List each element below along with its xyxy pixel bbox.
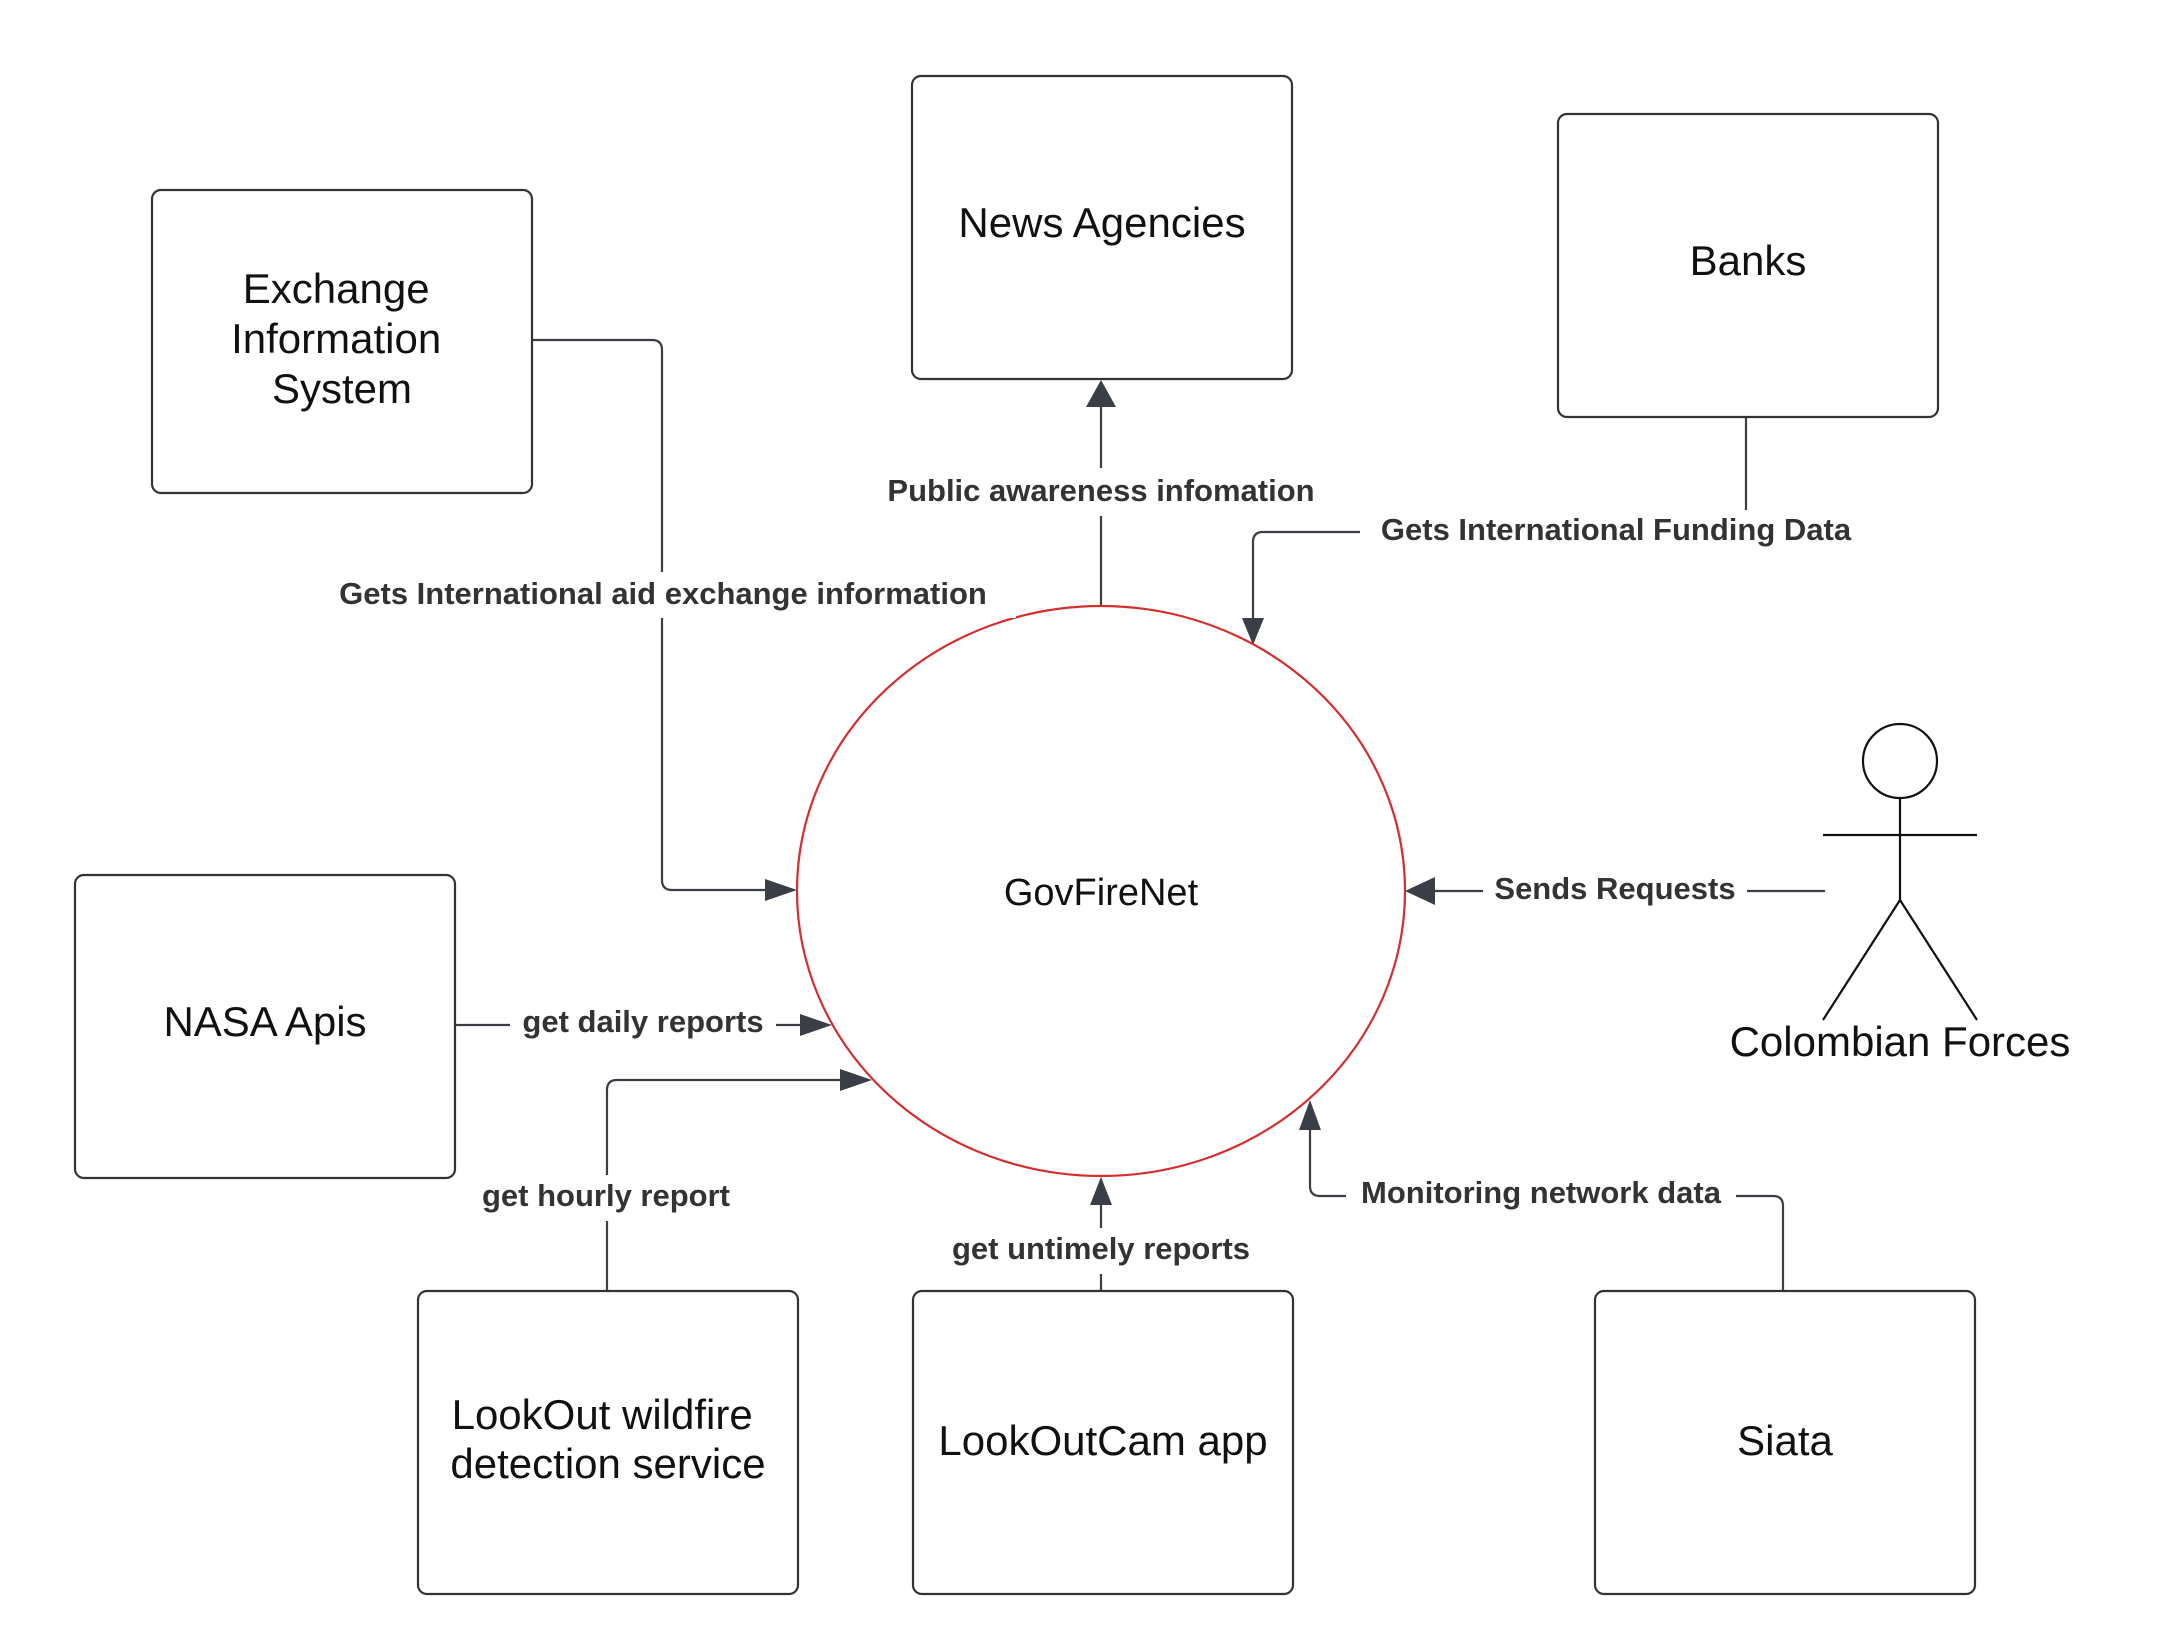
arrowhead-lookout (840, 1069, 872, 1091)
edge-lookout-line (605, 1078, 850, 1290)
entity-lookoutcam: LookOutCam app (911, 1289, 1295, 1596)
edge-nasa-label: get daily reports (522, 1004, 763, 1039)
entity-exchange-line-1: Exchange (243, 265, 430, 312)
arrowhead-lookoutcam (1090, 1177, 1112, 1205)
edge-nasa-label-bg (510, 1002, 776, 1048)
edge-lookoutcam-label-bg (935, 1228, 1267, 1274)
center-label: GovFireNet (1004, 872, 1199, 914)
entity-news-box (910, 74, 1294, 381)
entity-lookout-line-2: detection service (450, 1440, 765, 1487)
entity-news: News Agencies (910, 74, 1294, 381)
entity-exchange-box (150, 188, 534, 495)
edge-banks-line (1251, 416, 1748, 620)
arrowhead-banks (1242, 618, 1264, 645)
arrowhead-siata (1299, 1100, 1321, 1130)
entity-lookout-label: LookOut wildfire detection service (450, 1391, 765, 1487)
edge-lookoutcam-label: get untimely reports (952, 1231, 1250, 1266)
entity-siata-box (1593, 1289, 1977, 1596)
entity-banks-box (1556, 112, 1940, 419)
entity-lookoutcam-label: LookOutCam app (938, 1417, 1267, 1464)
arrowhead-colombian (1405, 877, 1435, 905)
entity-news-label: News Agencies (958, 199, 1245, 246)
entity-lookout: LookOut wildfire detection service (416, 1289, 800, 1596)
edge-siata-label: Monitoring network data (1361, 1175, 1722, 1210)
arrowhead-news (1086, 380, 1116, 407)
edge-news-label-bg (866, 468, 1336, 516)
actor-left-leg (1822, 899, 1901, 1021)
actor-label: Colombian Forces (1730, 1018, 2071, 1065)
edge-colombian-label: Sends Requests (1494, 871, 1735, 906)
entity-exchange-label: Exchange Information System (231, 265, 453, 412)
center-process: GovFireNet (795, 604, 1407, 1178)
entity-lookout-line-1: LookOut wildfire (452, 1391, 753, 1438)
arrowheads (765, 380, 1435, 1205)
entity-siata: Siata (1593, 1289, 1977, 1596)
edge-colombian-label-bg (1483, 868, 1747, 914)
edge-siata-label-bg (1346, 1173, 1736, 1219)
actor-colombian-forces: Colombian Forces (1730, 722, 2071, 1065)
arrowhead-nasa (800, 1014, 832, 1036)
edge-news-label: Public awareness infomation (887, 473, 1314, 508)
entity-nasa-label: NASA Apis (163, 998, 366, 1045)
arrowhead-exchange (765, 879, 797, 901)
entity-banks: Banks (1556, 112, 1940, 419)
entity-lookout-box (416, 1289, 800, 1596)
edge-lookout-label-bg (470, 1175, 742, 1221)
edge-labels: Public awareness infomation Gets Interna… (310, 468, 1872, 1274)
entity-exchange-line-2: Information (231, 315, 441, 362)
entity-banks-label: Banks (1690, 237, 1807, 284)
edge-exchange-label: Gets International aid exchange informat… (339, 576, 987, 611)
entity-nasa-box (73, 873, 457, 1180)
edge-lookout-label: get hourly report (482, 1178, 730, 1213)
entity-nasa: NASA Apis (73, 873, 457, 1180)
entity-exchange: Exchange Information System (150, 188, 534, 495)
actor-right-leg (1899, 899, 1978, 1021)
center-circle (795, 604, 1407, 1178)
entity-exchange-line-3: System (272, 365, 412, 412)
edge-banks-label: Gets International Funding Data (1381, 512, 1852, 547)
actor-head (1861, 722, 1939, 800)
entity-lookoutcam-box (911, 1289, 1295, 1596)
entity-siata-label: Siata (1737, 1417, 1833, 1464)
edge-banks-label-bg (1360, 510, 1872, 556)
edge-exchange-label-bg (310, 572, 1016, 618)
